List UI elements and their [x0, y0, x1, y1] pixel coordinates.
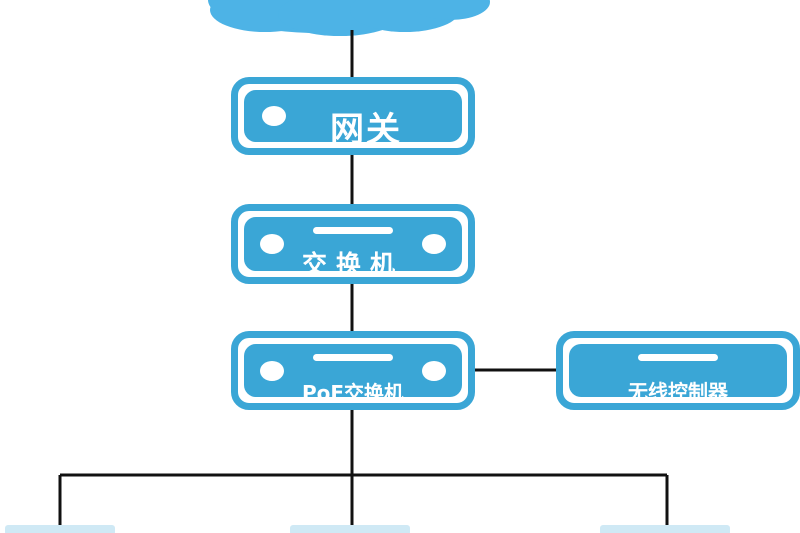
switch-node: 交换机 — [231, 204, 475, 284]
connector-lines — [58, 30, 669, 533]
switch-panel: 交换机 — [244, 217, 462, 279]
gateway-led-indicator — [262, 106, 286, 126]
poe-switch-node: PoE交换机 — [231, 331, 475, 410]
wireless-controller-panel: 无线控制器 — [569, 344, 787, 404]
switch-port-slot — [313, 227, 393, 234]
switch-label: 交换机 — [301, 250, 404, 279]
wireless-controller-label: 无线控制器 — [628, 380, 728, 404]
access-point-2 — [290, 525, 410, 533]
access-point-3 — [600, 525, 730, 533]
switch-led-left — [260, 234, 284, 254]
wireless-controller-port-slot — [638, 354, 718, 361]
gateway-panel: 网关 — [244, 90, 462, 150]
gateway-node: 网关 — [231, 77, 475, 155]
access-points — [5, 525, 730, 533]
poe-switch-led-right — [422, 360, 446, 381]
poe-switch-port-slot — [313, 354, 393, 361]
poe-switch-panel: PoE交换机 — [244, 344, 462, 405]
switch-led-right — [422, 234, 446, 254]
internet-cloud — [208, 0, 490, 36]
gateway-label: 网关 — [330, 110, 402, 150]
poe-switch-led-left — [260, 360, 284, 381]
wireless-controller-node: 无线控制器 — [556, 331, 800, 410]
access-point-1 — [5, 525, 115, 533]
poe-switch-label: PoE交换机 — [301, 381, 405, 405]
